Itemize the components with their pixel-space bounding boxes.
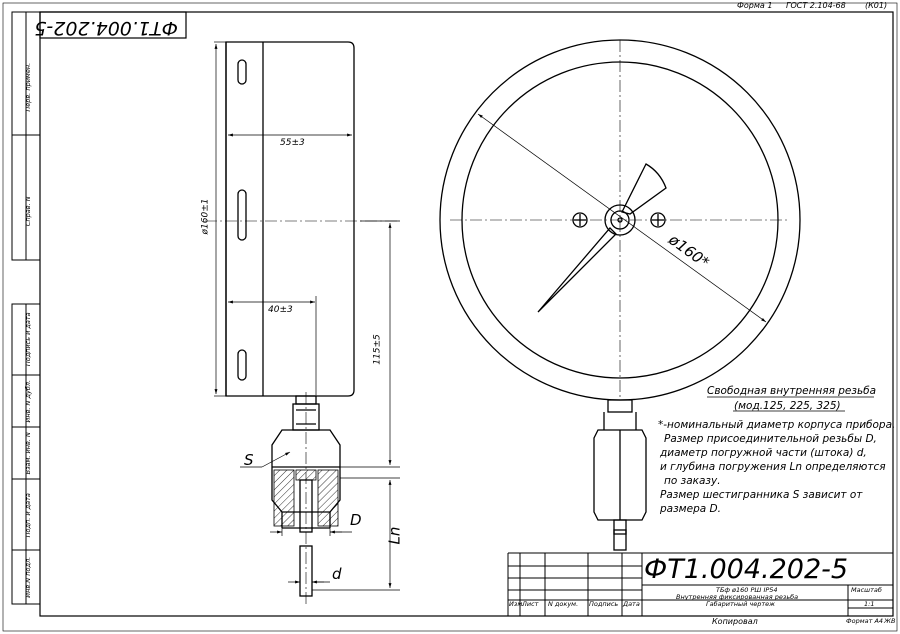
note-line-7: размера D.	[660, 503, 721, 515]
thread-title: Свободная внутренняя резьба	[707, 385, 877, 397]
col-list: Лист	[522, 600, 539, 608]
dim-small-d: d	[332, 565, 342, 583]
side-inv-podl: Инв.N подл.	[23, 556, 32, 598]
code-label: (К01)	[865, 1, 888, 10]
note-line-4: и глубина погружения Ln определяются	[660, 461, 886, 473]
front-diameter-dimension	[477, 113, 767, 323]
form-label: Форма 1	[737, 1, 773, 10]
side-perv-primen: Перв. примен.	[23, 62, 32, 112]
side-sprav-n: Справ. N	[23, 196, 32, 227]
thread-models: (мод.125, 225, 325)	[734, 400, 841, 412]
note-line-6: Размер шестигранника S зависит от	[660, 489, 863, 501]
note-line-5: по заказу.	[664, 475, 721, 487]
dim-40: 40±3	[268, 305, 293, 315]
dim-s: S	[244, 451, 254, 469]
col-izm: Изм.	[509, 600, 525, 608]
dim-115: 115±5	[372, 334, 383, 365]
format-label: Формат А4	[846, 617, 884, 625]
dim-big-d: D	[350, 511, 362, 529]
dim-55: 55±3	[280, 138, 305, 148]
name-line-1: ТБф ø160 РШ IP54	[716, 586, 778, 594]
title-designation: ФТ1.004.202-5	[644, 554, 849, 585]
masshtab-label: Масштаб	[851, 586, 882, 594]
designation-rotated: ФТ1.004.202-5	[34, 17, 178, 39]
gost-label: ГОСТ 2.104-68	[786, 1, 846, 10]
note-line-3: диаметр погружной части (штока) d,	[660, 447, 867, 459]
note-line-1: *-номинальный диаметр корпуса прибора.	[658, 419, 896, 431]
side-column-grid	[11, 11, 41, 605]
title-block-grid	[507, 552, 893, 616]
name-line-2: Внутренняя фиксированная резьба	[676, 593, 799, 601]
front-centerlines	[450, 40, 790, 400]
copied-label: Копировал	[712, 617, 758, 626]
dim-160-side: ø160±1	[200, 198, 211, 235]
side-centerlines	[205, 220, 400, 605]
col-podp: Подпись	[589, 600, 619, 608]
name-line-3: Габаритный чертеж	[706, 600, 776, 608]
col-ndokum: N докум.	[548, 600, 579, 608]
side-dimensions	[214, 41, 400, 591]
dim-ln: Ln	[385, 526, 404, 545]
masshtab-value: 1:1	[864, 600, 875, 608]
note-line-2: Размер присоединительной резьбы D,	[664, 433, 877, 445]
col-data: Дата	[623, 600, 640, 608]
format-mark: ЖВ	[884, 617, 896, 625]
